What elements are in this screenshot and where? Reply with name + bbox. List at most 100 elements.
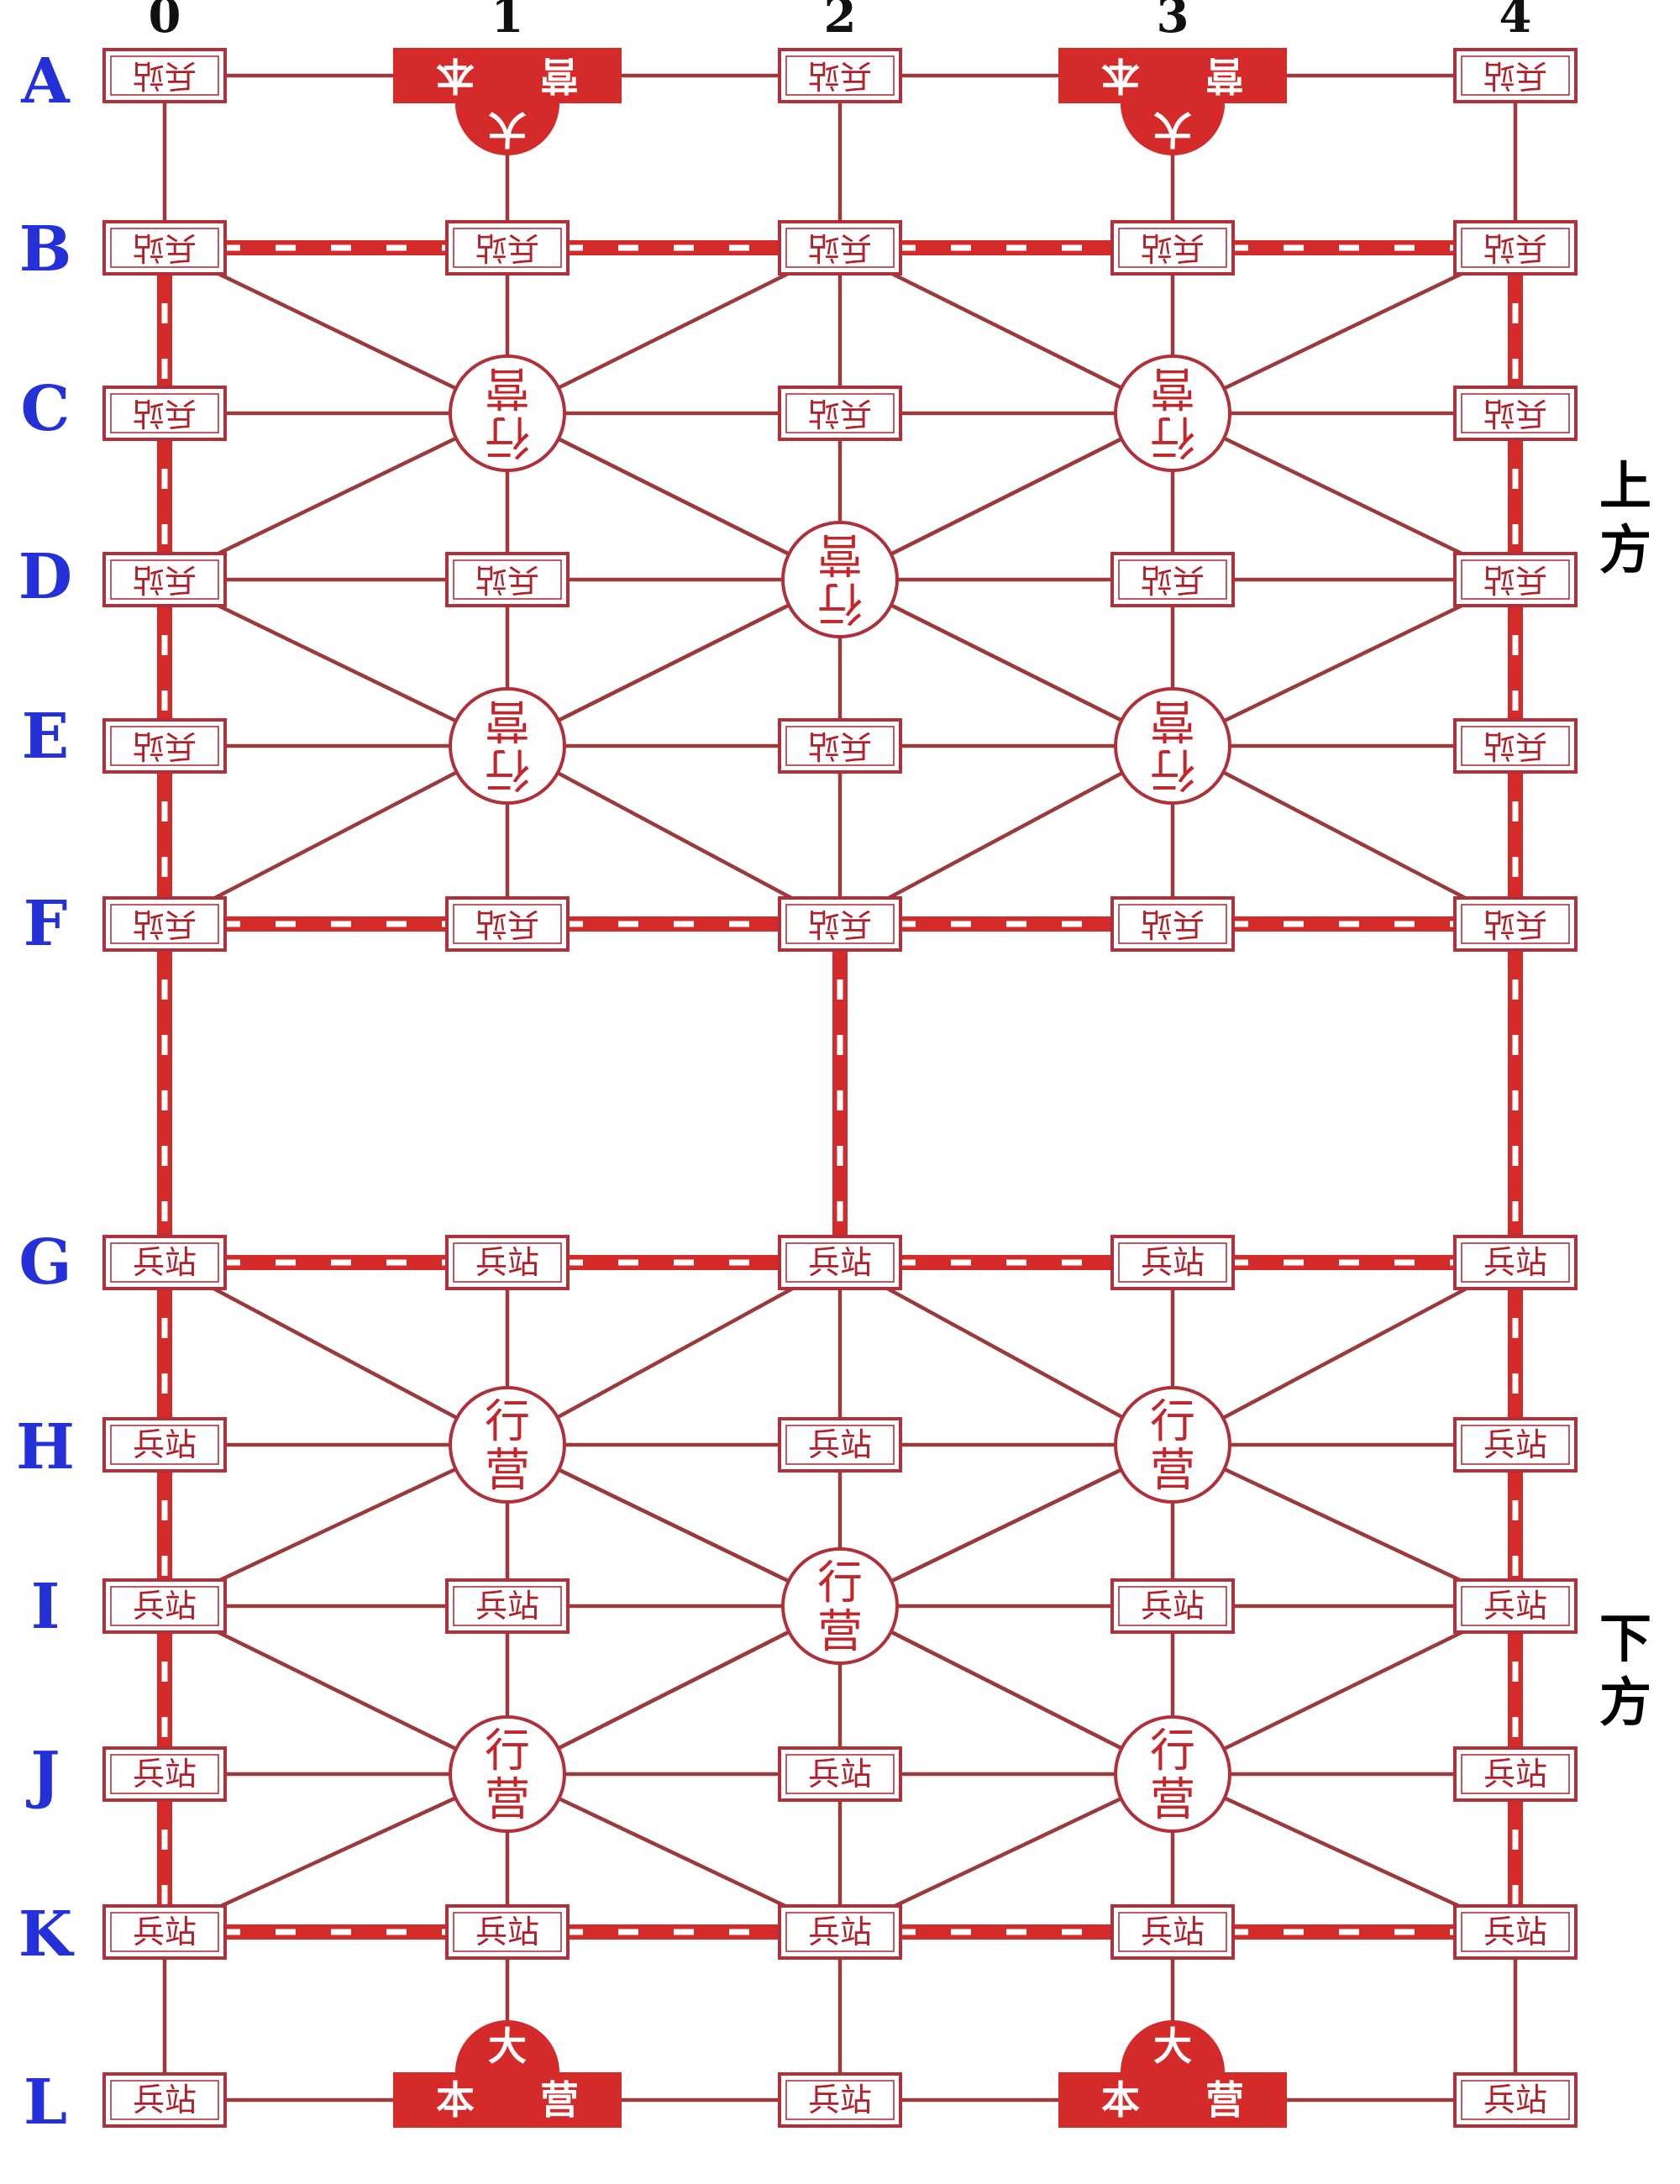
station-K3[interactable]: 兵站 bbox=[1110, 1904, 1235, 1960]
post-label: 兵站 bbox=[133, 906, 197, 942]
station-C1[interactable]: 行营 bbox=[449, 354, 566, 472]
station-H1[interactable]: 行营 bbox=[449, 1386, 566, 1504]
station-I0[interactable]: 兵站 bbox=[102, 1578, 227, 1634]
headquarters-label: 本 bbox=[1101, 53, 1140, 98]
post-label: 兵站 bbox=[1141, 1244, 1205, 1281]
station-E2[interactable]: 兵站 bbox=[778, 718, 902, 774]
station-A4[interactable]: 兵站 bbox=[1453, 48, 1578, 103]
road-diag-I2 bbox=[507, 1442, 841, 1609]
post-box bbox=[102, 1578, 227, 1634]
station-E3[interactable]: 行营 bbox=[1114, 687, 1231, 805]
station-C2[interactable]: 兵站 bbox=[778, 386, 902, 441]
station-L0[interactable]: 兵站 bbox=[102, 2072, 227, 2128]
station-A1[interactable]: 本营大 bbox=[393, 48, 622, 155]
station-H0[interactable]: 兵站 bbox=[102, 1417, 227, 1473]
post-inner-border bbox=[110, 1586, 219, 1626]
post-inner-border bbox=[785, 1754, 895, 1794]
station-A3[interactable]: 本营大 bbox=[1058, 48, 1287, 155]
post-label: 兵站 bbox=[133, 1426, 197, 1463]
post-label: 兵站 bbox=[1483, 1244, 1547, 1281]
road-diag-E3 bbox=[838, 744, 1174, 926]
post-inner-border bbox=[785, 2080, 895, 2120]
camp-circle bbox=[1114, 1386, 1231, 1504]
station-H3[interactable]: 行营 bbox=[1114, 1386, 1231, 1504]
station-E0[interactable]: 兵站 bbox=[102, 718, 227, 774]
station-F0[interactable]: 兵站 bbox=[102, 896, 227, 952]
camp-circle bbox=[449, 1386, 566, 1504]
post-label: 兵站 bbox=[1483, 1756, 1547, 1793]
station-J3[interactable]: 行营 bbox=[1114, 1715, 1231, 1833]
post-box bbox=[778, 386, 902, 441]
post-inner-border bbox=[1118, 559, 1227, 600]
post-label: 兵站 bbox=[1483, 2082, 1547, 2118]
station-J2[interactable]: 兵站 bbox=[778, 1746, 902, 1802]
post-label: 兵站 bbox=[1483, 727, 1547, 764]
station-B3[interactable]: 兵站 bbox=[1110, 220, 1235, 276]
station-B1[interactable]: 兵站 bbox=[445, 220, 570, 276]
post-label: 兵站 bbox=[1483, 395, 1547, 432]
station-I3[interactable]: 兵站 bbox=[1110, 1578, 1235, 1634]
station-L2[interactable]: 兵站 bbox=[778, 2072, 902, 2128]
station-C0[interactable]: 兵站 bbox=[102, 386, 227, 441]
station-L1[interactable]: 本营大 bbox=[393, 2020, 622, 2128]
station-D4[interactable]: 兵站 bbox=[1453, 552, 1578, 607]
road-diag-J3 bbox=[838, 1604, 1174, 1777]
station-K0[interactable]: 兵站 bbox=[102, 1904, 227, 1960]
station-I4[interactable]: 兵站 bbox=[1453, 1578, 1578, 1634]
station-K4[interactable]: 兵站 bbox=[1453, 1904, 1578, 1960]
station-J0[interactable]: 兵站 bbox=[102, 1746, 227, 1802]
station-F3[interactable]: 兵站 bbox=[1110, 896, 1235, 952]
row-label-G: G bbox=[18, 1226, 71, 1299]
station-D2[interactable]: 行营 bbox=[781, 521, 899, 638]
post-inner-border bbox=[453, 559, 562, 600]
station-E4[interactable]: 兵站 bbox=[1453, 718, 1578, 774]
post-box bbox=[778, 1417, 902, 1473]
station-C4[interactable]: 兵站 bbox=[1453, 386, 1578, 441]
post-box bbox=[445, 1235, 570, 1290]
station-D3[interactable]: 兵站 bbox=[1110, 552, 1235, 607]
station-F1[interactable]: 兵站 bbox=[445, 896, 570, 952]
station-A0[interactable]: 兵站 bbox=[102, 48, 227, 103]
post-box bbox=[102, 1904, 227, 1960]
road-diag-E3 bbox=[838, 577, 1174, 748]
post-label: 兵站 bbox=[133, 1588, 197, 1625]
station-C3[interactable]: 行营 bbox=[1114, 354, 1231, 472]
station-G3[interactable]: 兵站 bbox=[1110, 1235, 1235, 1290]
post-inner-border bbox=[110, 2080, 219, 2120]
post-box bbox=[102, 1235, 227, 1290]
station-G2[interactable]: 兵站 bbox=[778, 1235, 902, 1290]
station-A2[interactable]: 兵站 bbox=[778, 48, 902, 103]
post-label: 兵站 bbox=[1141, 229, 1205, 266]
station-B2[interactable]: 兵站 bbox=[778, 220, 902, 276]
row-label-C: C bbox=[21, 373, 71, 445]
station-H4[interactable]: 兵站 bbox=[1453, 1417, 1578, 1473]
station-L3[interactable]: 本营大 bbox=[1058, 2020, 1287, 2128]
station-D1[interactable]: 兵站 bbox=[445, 552, 570, 607]
station-J4[interactable]: 兵站 bbox=[1453, 1746, 1578, 1802]
station-D0[interactable]: 兵站 bbox=[102, 552, 227, 607]
station-I2[interactable]: 行营 bbox=[781, 1547, 899, 1665]
station-E1[interactable]: 行营 bbox=[449, 687, 566, 805]
post-inner-border bbox=[1461, 393, 1570, 433]
station-K1[interactable]: 兵站 bbox=[445, 1904, 570, 1960]
station-L4[interactable]: 兵站 bbox=[1453, 2072, 1578, 2128]
station-I1[interactable]: 兵站 bbox=[445, 1578, 570, 1634]
column-label-1: 1 bbox=[491, 0, 524, 44]
post-label: 兵站 bbox=[808, 1426, 872, 1463]
station-G4[interactable]: 兵站 bbox=[1453, 1235, 1578, 1290]
station-G0[interactable]: 兵站 bbox=[102, 1235, 227, 1290]
post-inner-border bbox=[453, 1586, 562, 1626]
station-J1[interactable]: 行营 bbox=[449, 1715, 566, 1833]
camp-label: 行 bbox=[485, 743, 530, 796]
camp-label: 营 bbox=[1150, 1444, 1195, 1497]
station-G1[interactable]: 兵站 bbox=[445, 1235, 570, 1290]
column-label-0: 0 bbox=[149, 0, 181, 44]
station-B0[interactable]: 兵站 bbox=[102, 220, 227, 276]
post-inner-border bbox=[110, 1242, 219, 1283]
post-box bbox=[1453, 1904, 1578, 1960]
station-K2[interactable]: 兵站 bbox=[778, 1904, 902, 1960]
station-F2[interactable]: 兵站 bbox=[778, 896, 902, 952]
station-B4[interactable]: 兵站 bbox=[1453, 220, 1578, 276]
station-H2[interactable]: 兵站 bbox=[778, 1417, 902, 1473]
station-F4[interactable]: 兵站 bbox=[1453, 896, 1578, 952]
